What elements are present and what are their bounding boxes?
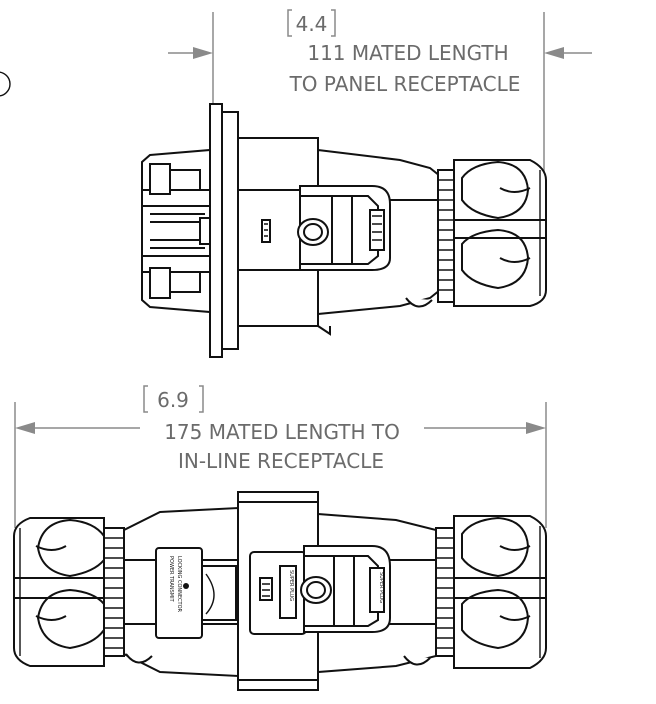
panel-description: TO PANEL RECEPTACLE — [289, 72, 521, 96]
inline-connector: POWER TRANSMIT LOCKING CONNECTOR SUPER P… — [13, 491, 547, 691]
inline-latch: SUPER PLUG — [300, 545, 391, 633]
inline-arrow-left — [15, 422, 35, 434]
panel-arrow-left — [193, 47, 213, 59]
inline-right-thread — [435, 527, 455, 657]
item-balloon — [0, 71, 11, 97]
panel-arrow-right — [544, 47, 564, 59]
inline-tag-text-left: SUPER PLUG — [288, 570, 294, 601]
panel-thread-collar — [437, 169, 455, 303]
plate-line-1: POWER TRANSMIT — [168, 556, 174, 603]
inline-tag-text-right: SUPER PLUG — [378, 572, 384, 603]
panel-gripper-nut — [453, 159, 547, 307]
panel-connector — [141, 103, 547, 358]
inline-mm-label: 175 MATED LENGTH TO — [164, 420, 400, 444]
rear-plug-body — [141, 148, 213, 314]
inline-center-sleeve: SUPER PLUG — [237, 491, 319, 691]
panel-bottom-tab — [405, 297, 433, 308]
inline-left-thread — [103, 527, 125, 657]
inline-arrow-right — [526, 422, 546, 434]
inline-left-tab — [125, 653, 153, 664]
panel-mm-label: 111 MATED LENGTH — [307, 41, 508, 65]
panel-latch — [261, 185, 391, 271]
inline-tag-left — [279, 565, 297, 619]
inline-dimension: 6.9 175 MATED LENGTH TO IN-LINE RECEPTAC… — [14, 385, 547, 528]
panel-gasket — [221, 111, 239, 350]
inline-left-gripper-nut — [13, 517, 105, 667]
panel-flange — [209, 103, 223, 358]
panel-dimension: 4.4 111 MATED LENGTH TO PANEL RECEPTACLE — [168, 9, 592, 175]
panel-bracket-open — [287, 9, 292, 37]
inline-bracket-close — [199, 385, 204, 413]
panel-inch-value: 4.4 — [296, 12, 328, 36]
inline-right-gripper-nut — [453, 515, 547, 669]
inline-right-tab — [403, 655, 431, 666]
inline-bracket-open — [143, 385, 148, 413]
inline-description: IN-LINE RECEPTACLE — [178, 449, 384, 473]
inline-inch-value: 6.9 — [157, 388, 189, 412]
plate-line-2: LOCKING CONNECTOR — [176, 556, 182, 613]
panel-bracket-close — [331, 9, 336, 37]
panel-index-mark — [261, 219, 271, 243]
inline-label-plate: POWER TRANSMIT LOCKING CONNECTOR — [155, 547, 237, 639]
